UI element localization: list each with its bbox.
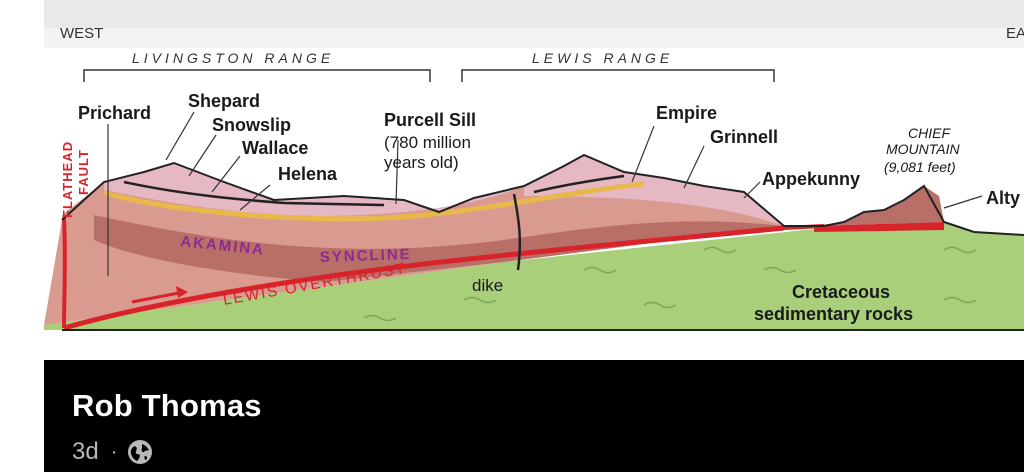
- east-label-partial: EA: [1006, 25, 1024, 42]
- chief-mountain-shape: [814, 186, 944, 226]
- syncline-label: SYNCLINE: [320, 246, 412, 266]
- post-caption-bar: Rob Thomas 3d ·: [44, 360, 1024, 472]
- flathead-fault-line: [62, 217, 67, 329]
- terrain-outline: [61, 153, 1024, 236]
- cross-section-svg: WEST EA LIVINGSTON RANGE LEWIS RANGE Pri…: [44, 0, 1024, 331]
- altyn-label-partial: Alty: [986, 188, 1020, 208]
- helena-label: Helena: [278, 164, 338, 184]
- author-name[interactable]: Rob Thomas: [72, 388, 262, 423]
- label-leader-lines: [107, 111, 983, 276]
- header-band: [44, 0, 1024, 28]
- purcell-sill-line: [123, 180, 385, 207]
- empire-label: Empire: [656, 103, 717, 123]
- purcell-sill-label: Purcell Sill: [384, 110, 476, 130]
- livingston-range-bracket: [83, 69, 431, 82]
- dike-line: [512, 193, 522, 271]
- livingston-range-label: LIVINGSTON RANGE: [132, 50, 334, 66]
- dike-label: dike: [472, 276, 503, 295]
- post-media-panel: WEST EA LIVINGSTON RANGE LEWIS RANGE Pri…: [44, 0, 1024, 472]
- shepard-label: Shepard: [188, 91, 260, 111]
- upper-pink-layers: [104, 163, 524, 216]
- cretaceous-label-line2: sedimentary rocks: [754, 304, 913, 324]
- helena-band: [94, 215, 784, 282]
- prichard-label: Prichard: [78, 103, 151, 123]
- post-meta: 3d ·: [72, 438, 153, 466]
- cretaceous-rocks-area: [44, 222, 1024, 330]
- lewis-range-bracket: [461, 69, 775, 82]
- flathead-fault-label-line1: FLATHEAD: [60, 141, 75, 218]
- post-timestamp[interactable]: 3d: [72, 438, 99, 465]
- appekunny-label: Appekunny: [762, 169, 860, 189]
- west-label: WEST: [60, 25, 103, 42]
- purcell-age-line2: years old): [384, 153, 459, 172]
- snowslip-label: Snowslip: [212, 115, 291, 135]
- lewis-range-label: LEWIS RANGE: [532, 50, 673, 66]
- yellow-layer-line: [103, 181, 645, 222]
- wallace-label: Wallace: [242, 138, 308, 158]
- chief-mountain-label-line2: MOUNTAIN: [886, 141, 961, 157]
- purcell-age-line1: (780 million: [384, 133, 471, 152]
- cretaceous-label-line1: Cretaceous: [792, 282, 890, 302]
- flathead-fault-label-line2: FAULT: [76, 149, 91, 195]
- meta-separator: ·: [110, 440, 118, 463]
- chief-mountain-label-line3: (9,081 feet): [884, 159, 956, 175]
- grinnell-label: Grinnell: [710, 127, 778, 147]
- globe-icon[interactable]: [127, 439, 153, 465]
- lewis-overthrust-line: [63, 225, 785, 331]
- geologic-cross-section-image[interactable]: WEST EA LIVINGSTON RANGE LEWIS RANGE Pri…: [44, 0, 1024, 360]
- sediment-wave-marks: [363, 246, 977, 322]
- chief-mountain-label-line1: CHIEF: [908, 125, 951, 141]
